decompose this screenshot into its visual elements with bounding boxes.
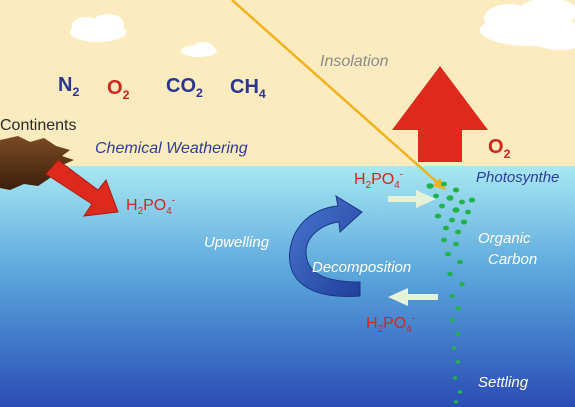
gas-n2-subscript: 2	[72, 85, 80, 99]
organic-particle	[449, 317, 455, 323]
cloud-right	[480, 0, 575, 50]
phosphate-surface-po: PO	[371, 171, 395, 188]
organic-particle	[455, 332, 461, 336]
phosphate-surface-charge: -	[399, 169, 404, 181]
organic-particles	[426, 181, 476, 404]
decomposition-label: Decomposition	[312, 259, 412, 276]
uptake-arrow	[388, 190, 436, 208]
insolation-ray	[231, 0, 439, 184]
photosynthesis-label: Photosynthe	[476, 169, 560, 186]
phosphate-surface-sub1: 2	[365, 180, 372, 192]
organic-particle	[452, 207, 460, 213]
settling-label: Settling	[478, 374, 529, 391]
phosphate-runoff-charge: -	[171, 195, 176, 207]
continents-landmass	[0, 136, 74, 190]
gas-ch4: CH4	[230, 76, 266, 100]
o2-flux-symbol: O	[488, 136, 504, 158]
insolation-label: Insolation	[320, 53, 389, 70]
organic-particle	[468, 197, 476, 203]
o2-flux-subscript: 2	[503, 147, 511, 161]
organic-particle	[459, 199, 465, 205]
phosphate-runoff-h: H	[126, 197, 138, 214]
organic-particle	[455, 305, 461, 311]
organic-particle	[455, 360, 461, 364]
organic-particle	[433, 193, 439, 199]
cloud-left	[70, 14, 126, 42]
organic-particle	[446, 195, 454, 201]
phosphate-deep-h: H	[366, 315, 378, 332]
organic-particle	[465, 209, 471, 215]
organic-particle	[455, 229, 461, 235]
ocean	[0, 166, 575, 407]
organic-particle	[445, 251, 451, 257]
organic-particle	[449, 293, 455, 299]
phosphate-label-runoff: H2PO4-	[126, 195, 176, 218]
organic-particle	[441, 181, 447, 187]
upwelling-label: Upwelling	[204, 234, 270, 251]
organic-particle	[451, 346, 457, 350]
organic-particle	[452, 376, 458, 380]
gas-n2-symbol: N	[58, 74, 73, 96]
chemical-weathering-label: Chemical Weathering	[95, 140, 248, 157]
organic-particle	[449, 217, 455, 223]
upwelling-cycle-arrow	[289, 194, 363, 297]
o2-release-arrow	[392, 66, 488, 162]
organic-particle	[453, 400, 459, 404]
organic-particle	[460, 219, 468, 225]
organic-carbon-label-line2: Carbon	[488, 251, 538, 268]
gas-co2: CO2	[166, 75, 203, 99]
release-arrow	[388, 288, 438, 306]
organic-particle	[447, 271, 453, 277]
phosphate-runoff-sub1: 2	[137, 206, 144, 218]
gas-ch4-symbol: CH	[230, 76, 259, 98]
organic-particle	[457, 259, 463, 265]
phosphate-label-surface: H2PO4-	[354, 169, 404, 192]
phosphate-surface-h: H	[354, 171, 366, 188]
phosphate-runoff-sub2: 4	[166, 206, 172, 218]
gas-co2-subscript: 2	[196, 86, 203, 100]
organic-particle	[434, 213, 442, 219]
organic-particle	[439, 203, 445, 209]
organic-particle	[426, 183, 434, 189]
gas-o2: O2	[107, 77, 129, 101]
phosphate-surface-sub2: 4	[394, 180, 400, 192]
phosphate-deep-sub2: 4	[406, 324, 412, 336]
insolation-ray-head	[432, 178, 446, 190]
gas-ch4-subscript: 4	[258, 87, 266, 101]
o2-flux-label: O2	[488, 136, 510, 160]
organic-particle	[457, 390, 463, 394]
gas-o2-symbol: O	[107, 77, 123, 99]
organic-particle	[453, 241, 459, 247]
phosphate-deep-sub1: 2	[377, 324, 384, 336]
continents-label: Continents	[0, 117, 77, 134]
phosphate-runoff-po: PO	[143, 197, 167, 214]
gas-co2-symbol: CO	[166, 75, 196, 97]
weathering-arrow	[45, 159, 119, 217]
phosphate-deep-charge: -	[411, 313, 416, 325]
phosphate-label-deep: H2PO4-	[366, 313, 416, 336]
organic-particle	[441, 237, 447, 243]
gas-o2-subscript: 2	[122, 88, 130, 102]
organic-particle	[443, 225, 449, 231]
organic-particle	[459, 281, 465, 287]
organic-carbon-label-line1: Organic	[478, 230, 531, 247]
organic-particle	[452, 187, 460, 193]
gas-n2: N2	[58, 74, 79, 98]
cloud-small	[181, 42, 217, 57]
phosphate-deep-po: PO	[383, 315, 407, 332]
